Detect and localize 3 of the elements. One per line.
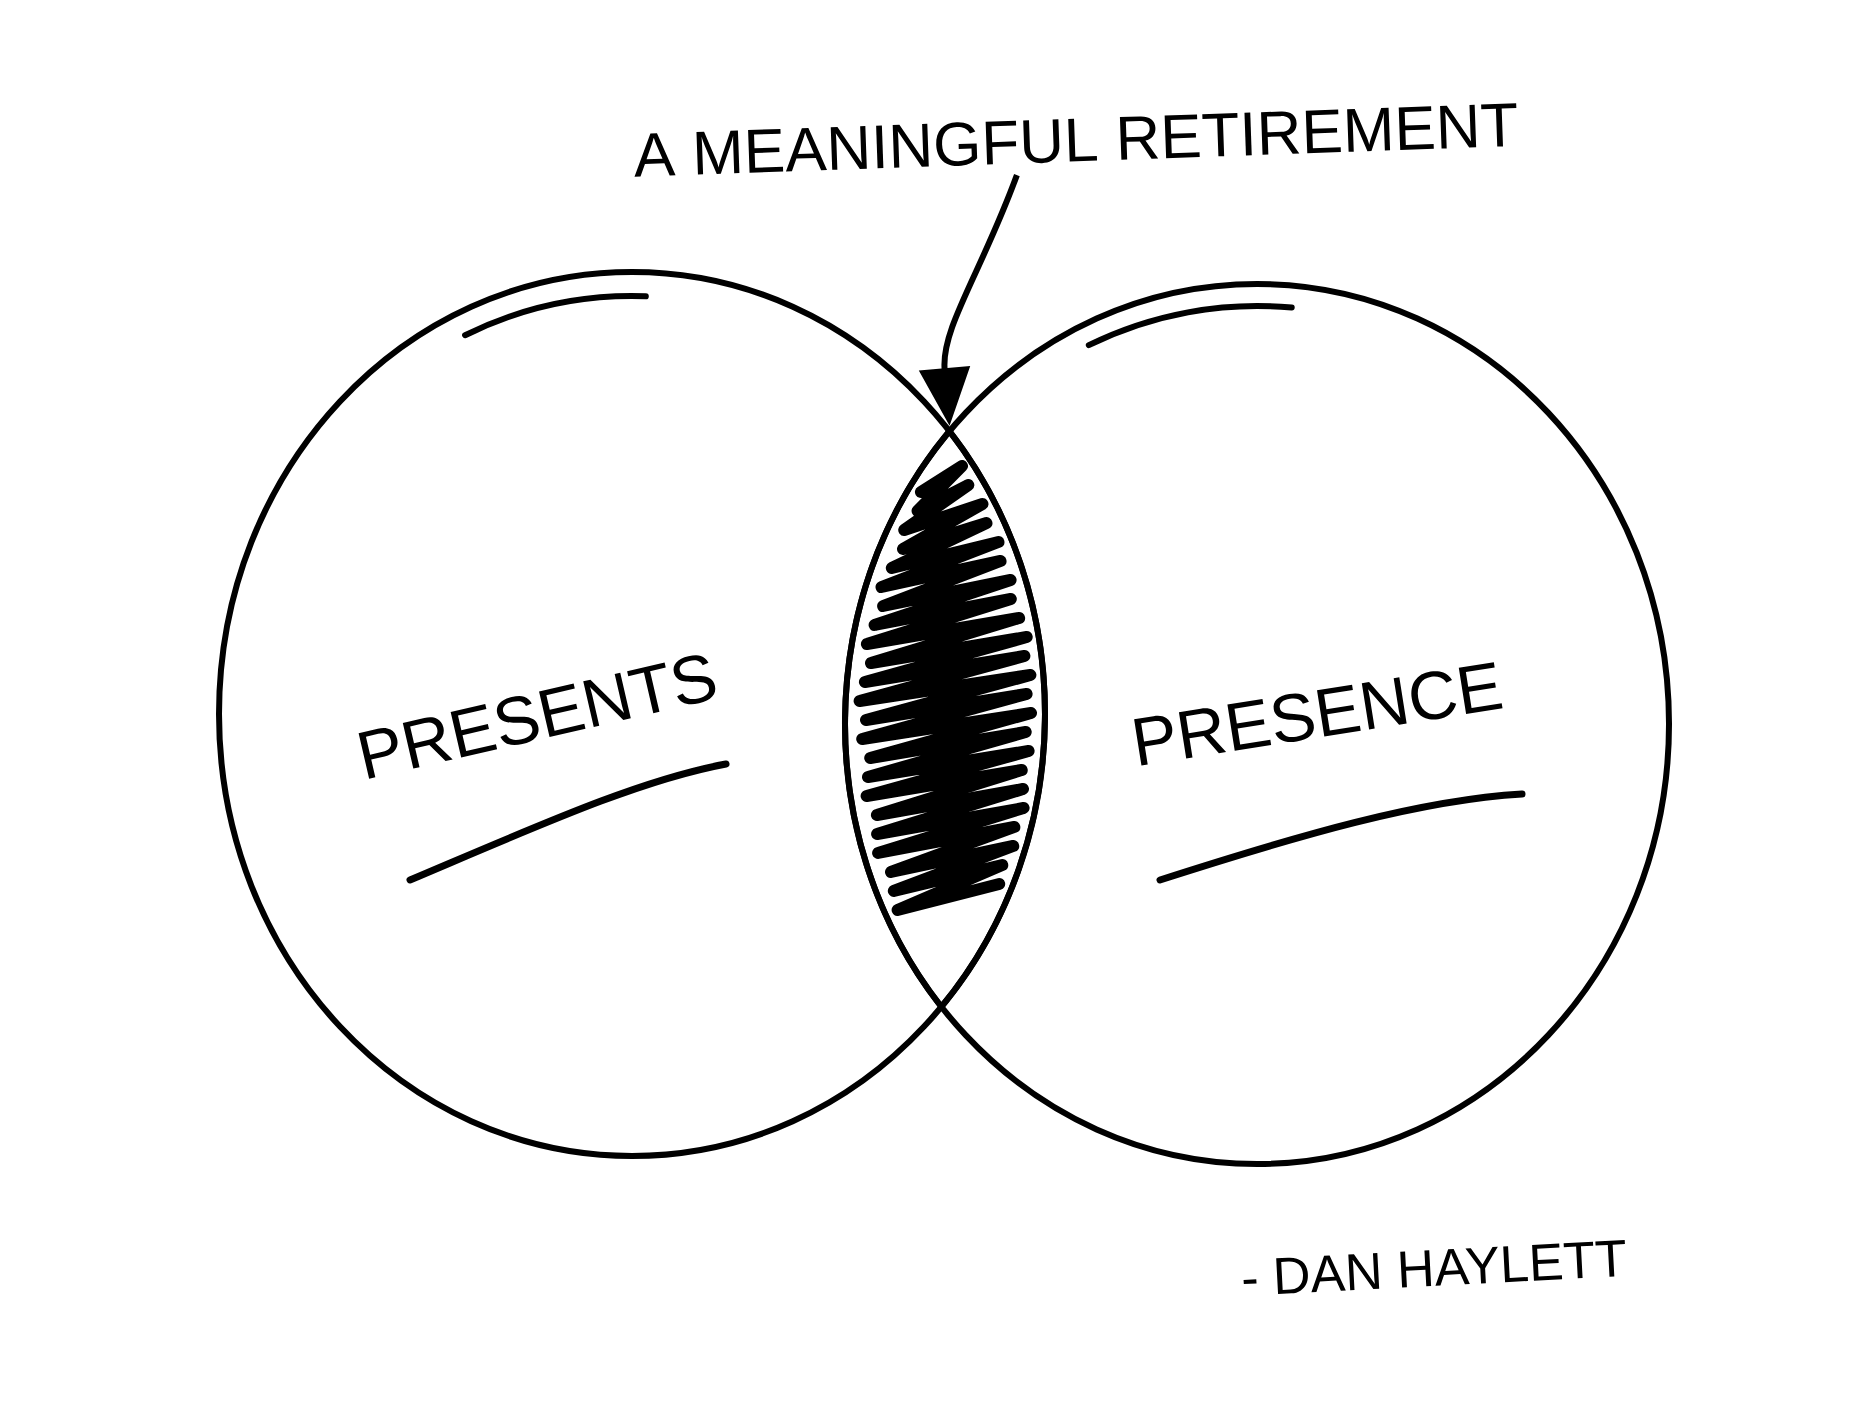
signature-text: - DAN HAYLETT [1243,1240,1625,1295]
callout-text: A MEANINGFUL RETIREMENT [634,103,1517,177]
circle-label: PRESENCE [1134,662,1503,766]
